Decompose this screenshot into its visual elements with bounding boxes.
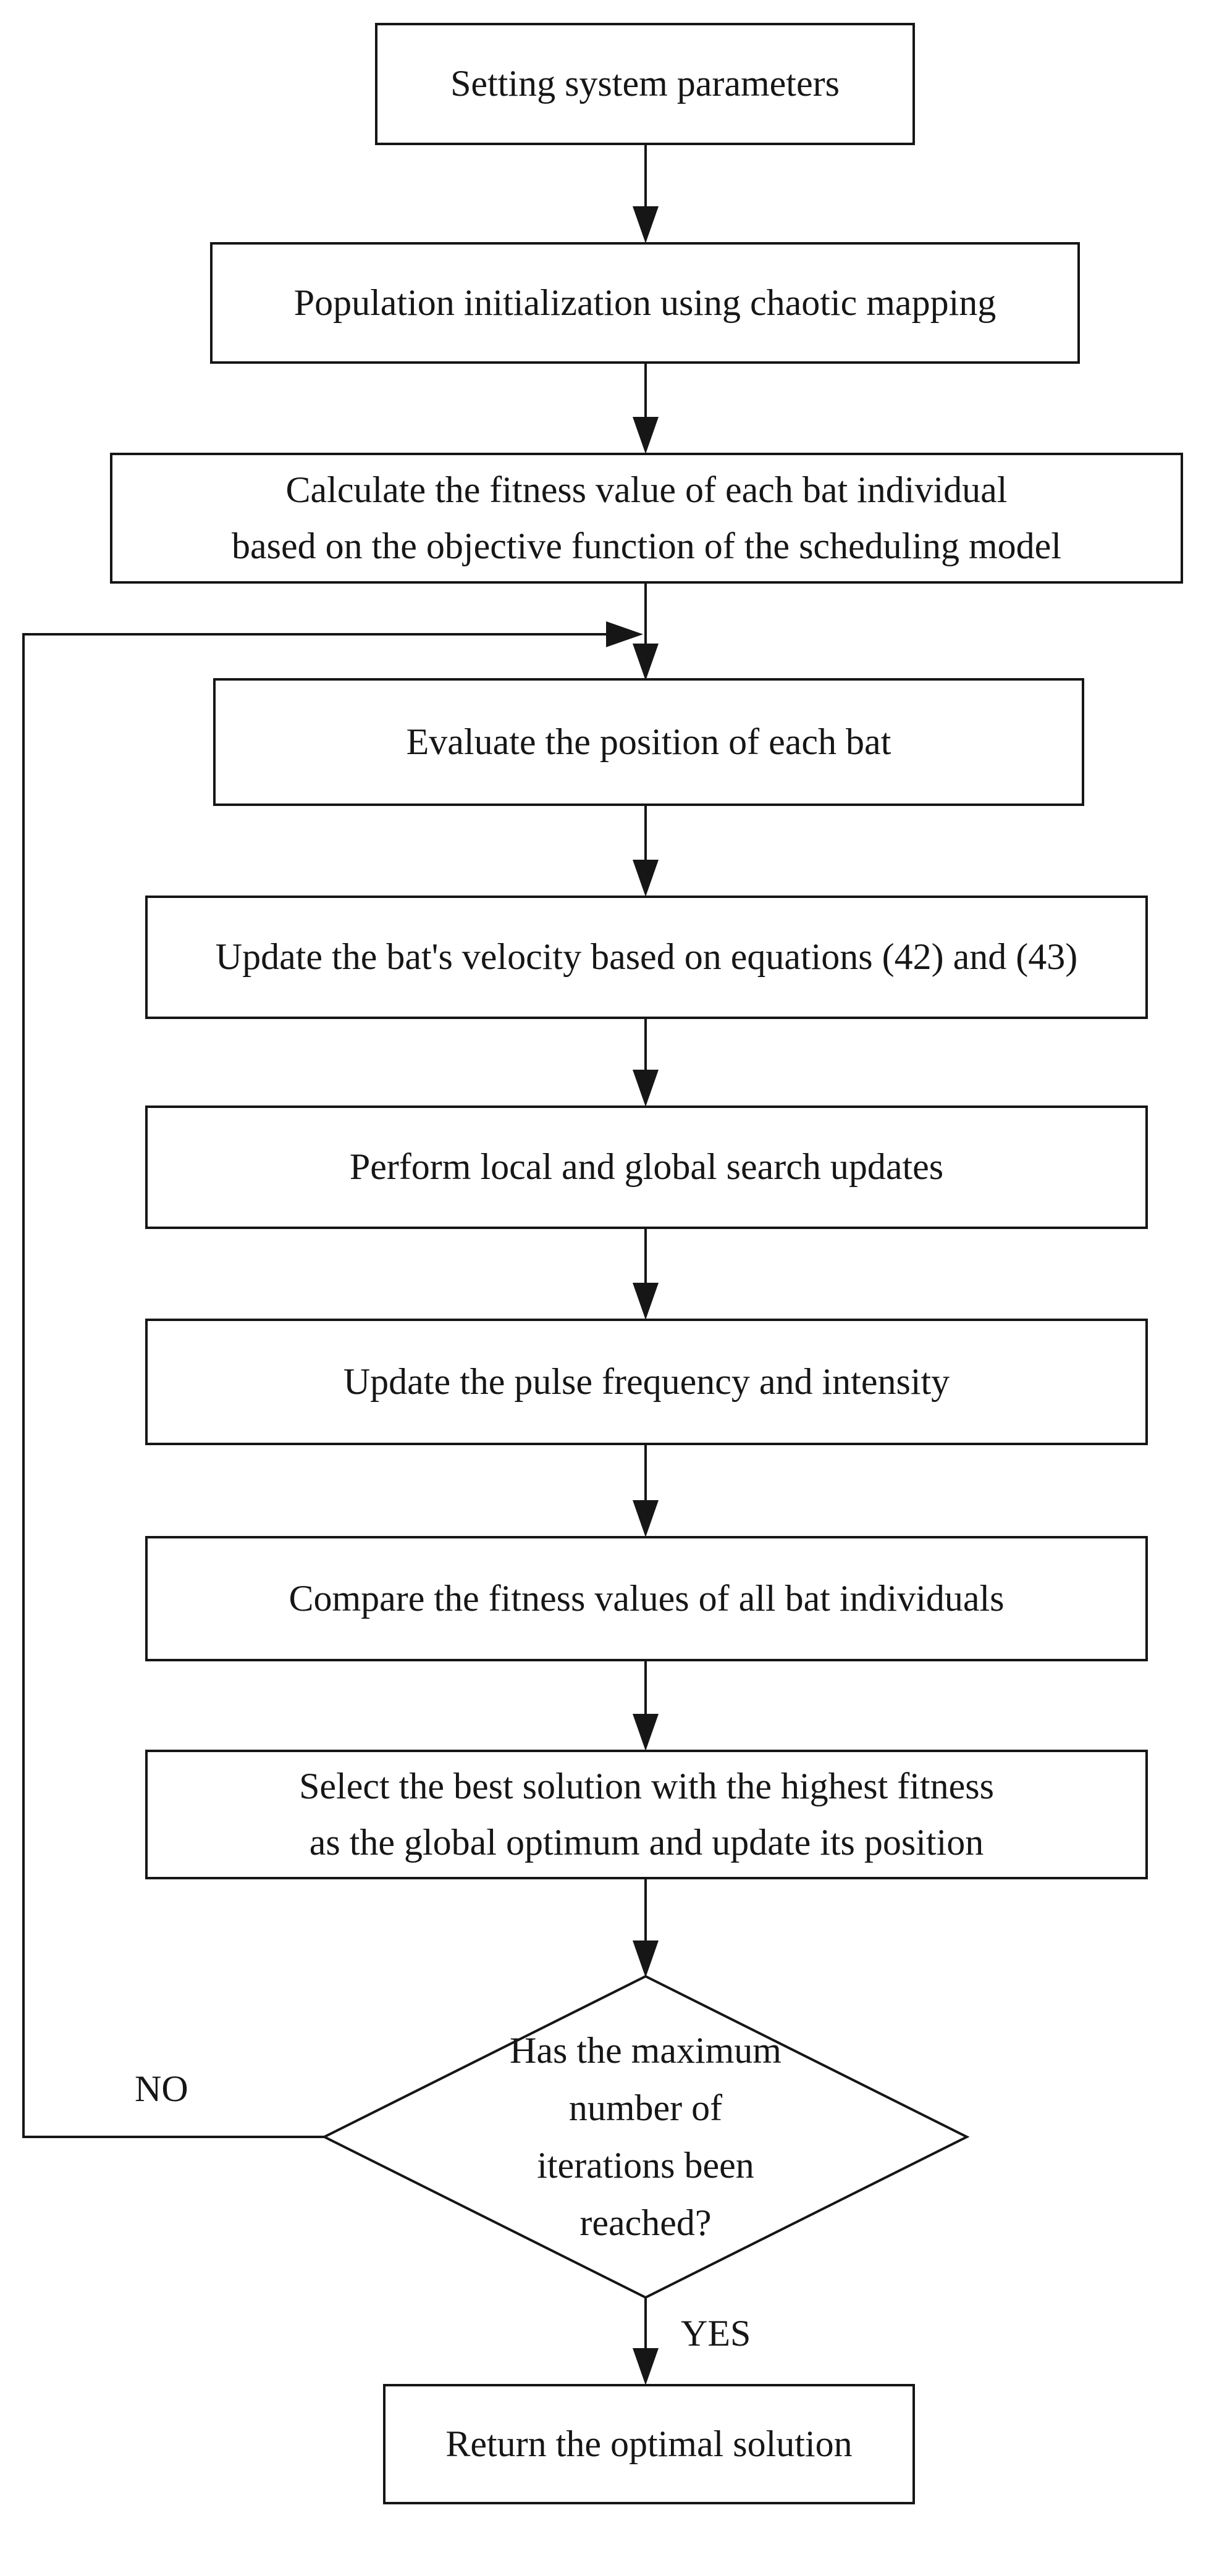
- arrowhead-pulse-to-compare: [633, 1500, 659, 1537]
- arrowhead-select-to-decision: [633, 1940, 659, 1978]
- node-update-velocity: Update the bat's velocity based on equat…: [145, 896, 1148, 1019]
- arrowhead-decision-to-return: [633, 2348, 659, 2385]
- arrowhead-compare-to-select: [633, 1714, 659, 1751]
- node-calculate-fitness: Calculate the fitness value of each bat …: [110, 453, 1183, 584]
- loop-no-path: [22, 633, 610, 2138]
- arrowhead-velocity-to-search: [633, 1070, 659, 1107]
- node-local-global-search: Perform local and global search updates: [145, 1105, 1148, 1229]
- node-evaluate-position: Evaluate the position of each bat: [213, 678, 1084, 806]
- node-return-optimal-solution: Return the optimal solution: [383, 2384, 915, 2504]
- arrowhead-loop-junction: [606, 621, 643, 647]
- node-select-best-solution: Select the best solution with the highes…: [145, 1750, 1148, 1879]
- branch-label-yes: YES: [681, 2313, 751, 2354]
- decision-diamond-shape: [321, 1974, 970, 2299]
- arrowhead-init-to-fitness: [633, 417, 659, 454]
- branch-label-no: NO: [135, 2068, 188, 2109]
- arrowhead-evaluate-to-velocity: [633, 860, 659, 897]
- node-update-pulse: Update the pulse frequency and intensity: [145, 1319, 1148, 1445]
- arrowhead-search-to-pulse: [633, 1283, 659, 1320]
- decision-max-iterations-label: Has the maximum number of iterations bee…: [510, 2030, 782, 2243]
- node-population-initialization: Population initialization using chaotic …: [210, 242, 1080, 364]
- node-compare-fitness: Compare the fitness values of all bat in…: [145, 1536, 1148, 1661]
- arrowhead-fitness-to-evaluate: [633, 644, 659, 681]
- node-setting-system-parameters: Setting system parameters: [375, 23, 915, 145]
- arrowhead-params-to-init: [633, 206, 659, 243]
